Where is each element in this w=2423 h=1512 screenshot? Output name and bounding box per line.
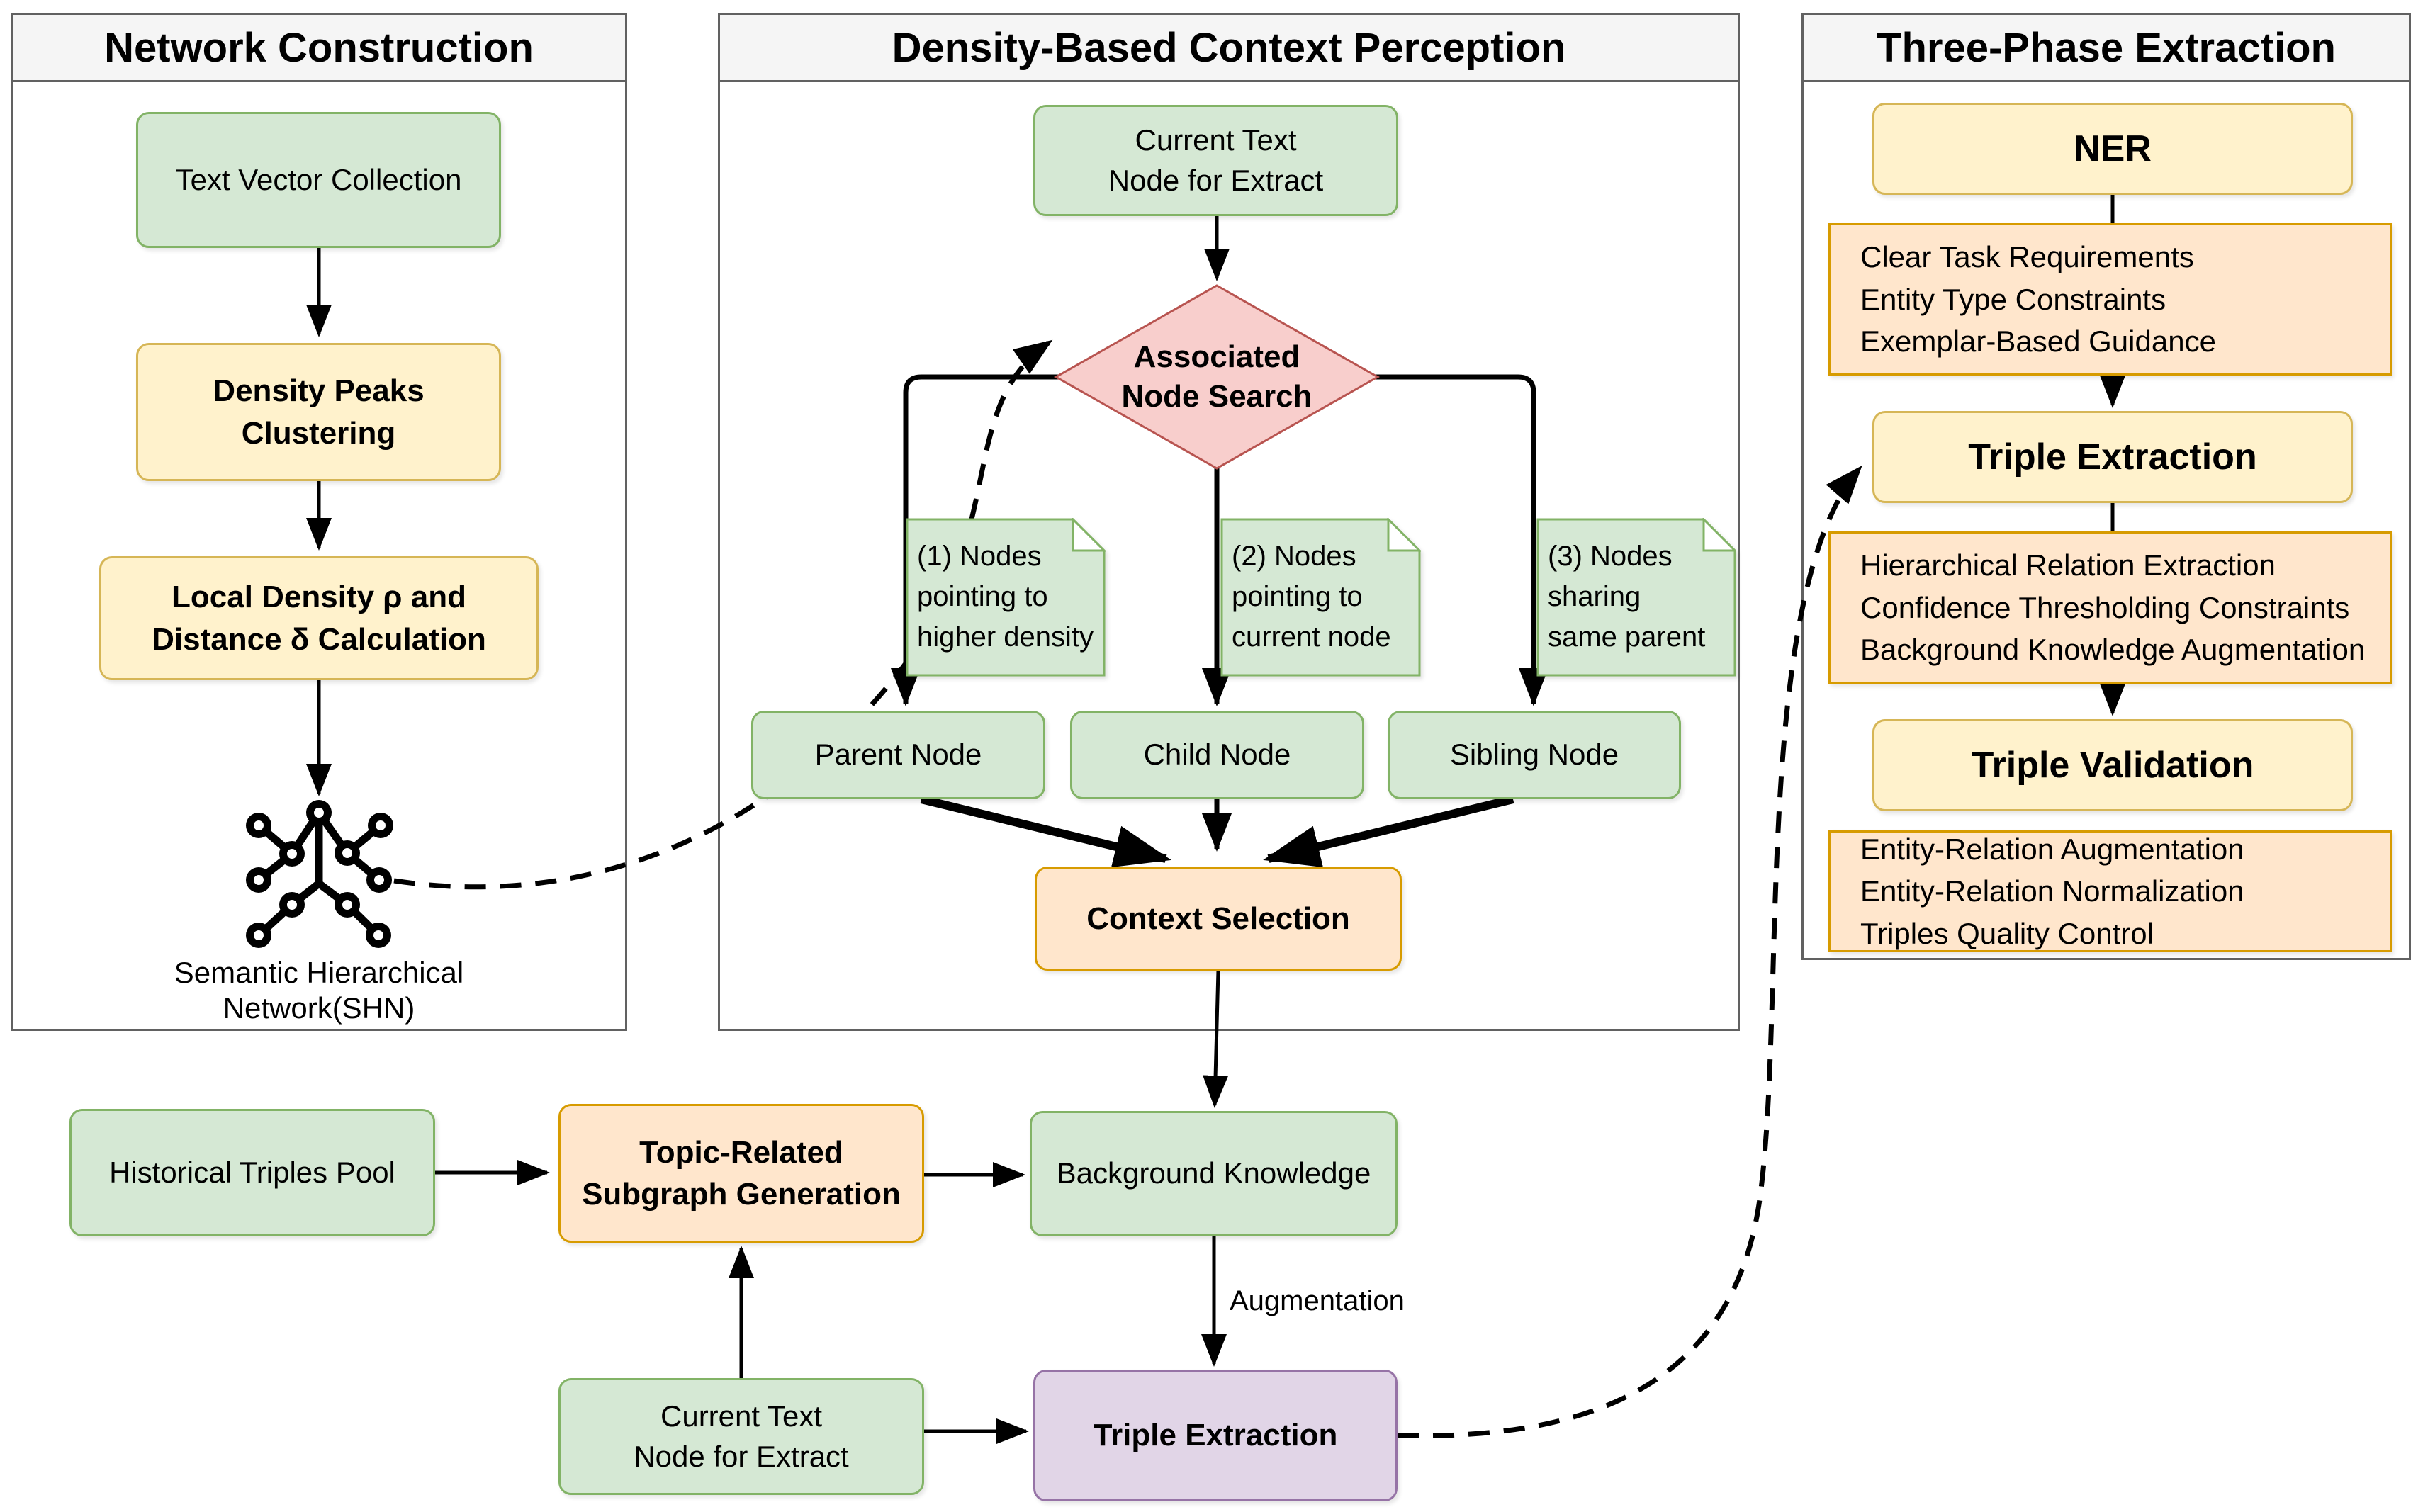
panel-title-network-construction: Network Construction: [13, 15, 625, 82]
arrow-parent-to-context: [920, 795, 1171, 868]
extraction-details-box: Hierarchical Relation Extraction Confide…: [1828, 531, 2392, 684]
triple-extraction-phase-box: Triple Extraction: [1872, 411, 2353, 503]
historical-triples-pool-box: Historical Triples Pool: [69, 1109, 435, 1236]
validation-details-box: Entity-Relation Augmentation Entity-Rela…: [1828, 830, 2392, 952]
arrow-sibling-to-context: [1263, 795, 1514, 868]
local-density-calculation-box: Local Density ρ and Distance δ Calculati…: [99, 556, 539, 680]
triple-extraction-result-box: Triple Extraction: [1033, 1370, 1398, 1501]
note-same-parent: (3) Nodes sharing same parent: [1536, 518, 1736, 677]
augmentation-label: Augmentation: [1230, 1285, 1405, 1316]
parent-node-box: Parent Node: [751, 711, 1045, 799]
branch-to-sibling: [1371, 374, 1548, 706]
sibling-node-box: Sibling Node: [1388, 711, 1681, 799]
shn-caption: Semantic Hierarchical Network(SHN): [174, 956, 464, 1025]
ner-box: NER: [1872, 103, 2353, 195]
density-peaks-clustering-box: Density Peaks Clustering: [136, 343, 501, 481]
triple-validation-box: Triple Validation: [1872, 719, 2353, 811]
dashed-shn-to-search: [393, 339, 1053, 890]
note-higher-density: (1) Nodes pointing to higher density: [906, 518, 1106, 677]
associated-node-search-label: Associated Node Search: [1121, 339, 1312, 414]
current-text-node-box: Current Text Node for Extract: [1033, 105, 1398, 216]
child-node-box: Child Node: [1070, 711, 1364, 799]
dashed-extraction-link: [1397, 465, 1862, 1438]
panel-density-context-perception: Density-Based Context Perception: [718, 13, 1740, 1031]
panel-title-three-phase-extraction: Three-Phase Extraction: [1804, 15, 2409, 82]
context-selection-box: Context Selection: [1035, 867, 1402, 971]
hierarchical-network-icon: [246, 800, 393, 948]
branch-to-parent: [891, 374, 1063, 706]
panel-network-construction: Network Construction: [11, 13, 627, 1031]
note-current-node: (2) Nodes pointing to current node: [1220, 518, 1421, 677]
background-knowledge-box: Background Knowledge: [1030, 1111, 1398, 1236]
associated-node-search-diamond: [1053, 284, 1381, 470]
text-vector-collection-box: Text Vector Collection: [136, 112, 501, 248]
panel-title-density-context-perception: Density-Based Context Perception: [720, 15, 1738, 82]
arrow-context-to-background: [1203, 970, 1229, 1108]
bottom-current-text-node-box: Current Text Node for Extract: [558, 1378, 924, 1495]
topic-subgraph-generation-box: Topic-Related Subgraph Generation: [558, 1104, 924, 1243]
ner-details-box: Clear Task Requirements Entity Type Cons…: [1828, 223, 2392, 376]
panel-three-phase-extraction: Three-Phase Extraction: [1801, 13, 2411, 960]
